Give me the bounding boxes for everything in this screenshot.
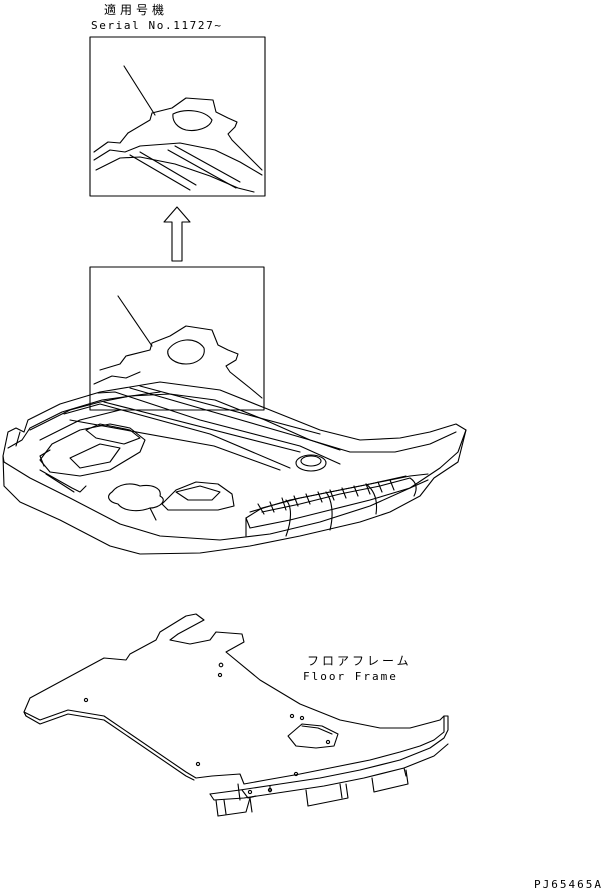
floor-frame-part — [24, 614, 448, 816]
cab-floor-assembly — [3, 326, 466, 554]
arrow-up-icon — [164, 207, 190, 261]
floor-frame-label-en: Floor Frame — [303, 670, 398, 683]
applicable-models-label: 適用号機 — [104, 3, 169, 17]
drawing-code-label: PJ65465A — [534, 878, 603, 891]
floor-frame-label-jp: フロアフレーム — [307, 654, 412, 668]
detail-view-box — [90, 37, 265, 196]
serial-number-label: Serial No.11727~ — [91, 19, 223, 32]
detail-area-box — [90, 267, 264, 410]
